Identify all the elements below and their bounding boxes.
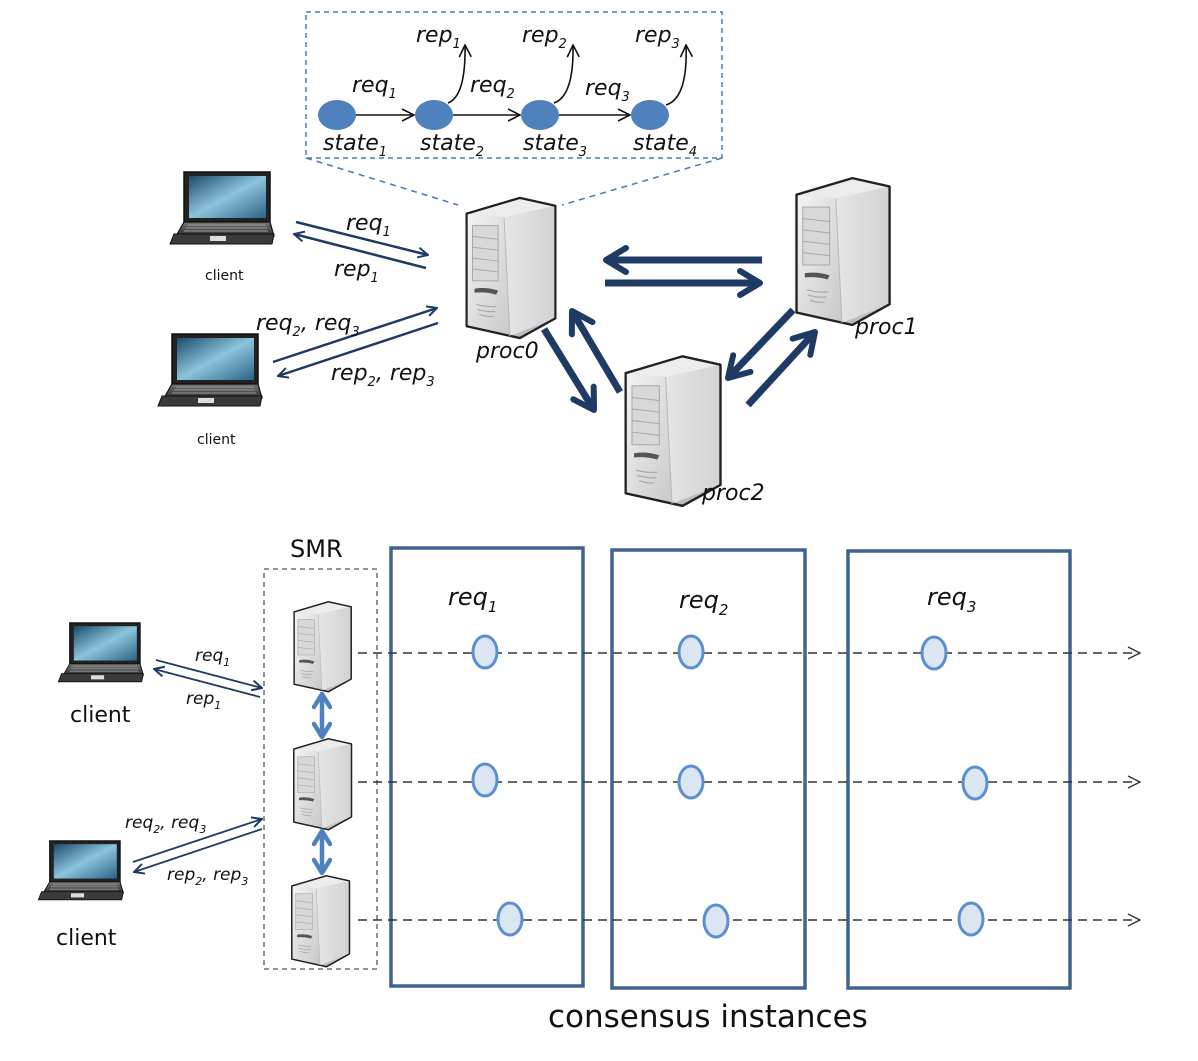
reply-arrow <box>134 828 263 872</box>
transition-label: req1 <box>352 73 397 102</box>
consensus-instance-box <box>389 546 585 988</box>
process-label: proc2 <box>701 481 765 506</box>
proc2-to-proc0-arrow <box>568 308 624 394</box>
transition-label: req3 <box>585 76 630 105</box>
client2-reply-label: rep2, rep3 <box>331 361 435 390</box>
top-client-2: client <box>157 333 263 448</box>
client2-request-label: req2, req3 <box>256 311 360 340</box>
process-label: proc1 <box>854 315 918 340</box>
decision-point <box>961 765 989 801</box>
client1-request-label: req1 <box>346 211 391 240</box>
proc2-to-proc1-arrow <box>745 329 818 408</box>
callout-box <box>305 11 723 159</box>
state-machine-callout: state1 state2 state3 state4 req1 req2 re… <box>305 11 723 206</box>
reply-arrow <box>278 321 439 376</box>
request-arrow <box>272 308 437 364</box>
state-node <box>415 100 453 130</box>
replica-server-icon <box>291 875 351 968</box>
decision-point <box>957 901 985 937</box>
consensus-instance-box <box>610 548 807 990</box>
state-label: state1 <box>323 131 387 160</box>
reply-arrow <box>294 234 427 270</box>
process-proc2: proc2 <box>624 355 765 508</box>
decision-point <box>471 634 499 670</box>
reply-arrow <box>553 45 573 104</box>
instance-label: req2 <box>679 586 728 619</box>
bottom-client1-request-label: req1 <box>195 646 230 669</box>
request-arrow <box>132 819 262 863</box>
decision-point <box>702 903 730 939</box>
smr-group-box <box>263 568 378 970</box>
bottom-client2-request-label: req2, req3 <box>125 813 206 836</box>
state-label: state2 <box>420 131 484 160</box>
decision-points <box>471 634 989 939</box>
proc1-to-proc2-arrow <box>725 307 796 381</box>
reply-label: rep1 <box>416 23 461 52</box>
process-proc0: proc0 <box>465 196 557 364</box>
client-label: client <box>197 432 236 448</box>
caption: consensus instances <box>548 999 868 1035</box>
bottom-client-1: client <box>57 622 145 728</box>
reply-arrow <box>447 45 465 104</box>
bottom-client1-reply-label: rep1 <box>186 689 221 712</box>
laptop-icon <box>37 840 125 901</box>
state-node <box>521 100 559 130</box>
state-node <box>631 100 669 130</box>
request-arrow <box>155 659 262 688</box>
decision-point <box>471 762 499 798</box>
callout-leader-left <box>305 157 459 206</box>
bottom-client2-reply-label: rep2, rep3 <box>167 865 248 888</box>
state-label: state3 <box>523 131 587 160</box>
request-arrow <box>295 220 428 255</box>
server-icon <box>795 176 891 327</box>
proc0-to-proc2-arrow <box>541 327 597 413</box>
instance-label: req3 <box>927 583 976 616</box>
replica-server-icon <box>293 738 353 831</box>
laptop-icon <box>157 333 263 407</box>
laptop-icon <box>57 622 145 683</box>
client1-reply-label: rep1 <box>334 257 379 286</box>
decision-point <box>677 764 705 800</box>
laptop-icon <box>169 171 275 245</box>
smr-label: SMR <box>290 535 343 563</box>
server-icon <box>465 196 557 340</box>
decision-point <box>920 635 948 671</box>
reply-label: rep3 <box>635 23 680 52</box>
callout-leader-right <box>561 157 723 206</box>
bottom-client-2: client <box>37 840 125 951</box>
state-label: state4 <box>633 131 697 160</box>
client-label: client <box>205 268 244 284</box>
state-node <box>318 100 356 130</box>
reply-arrow <box>665 45 686 106</box>
reply-arrow <box>154 669 261 698</box>
client-label: client <box>56 926 117 951</box>
reply-label: rep2 <box>522 23 567 52</box>
decision-point <box>496 901 524 937</box>
consensus-instance-box <box>846 549 1072 990</box>
process-label: proc0 <box>475 339 539 364</box>
transition-label: req2 <box>470 73 515 102</box>
decision-point <box>677 634 705 670</box>
top-client-1: client <box>169 171 275 284</box>
client-label: client <box>70 703 131 728</box>
process-proc1: proc1 <box>795 176 918 340</box>
instance-label: req1 <box>448 583 497 616</box>
replica-server-icon <box>293 601 352 693</box>
